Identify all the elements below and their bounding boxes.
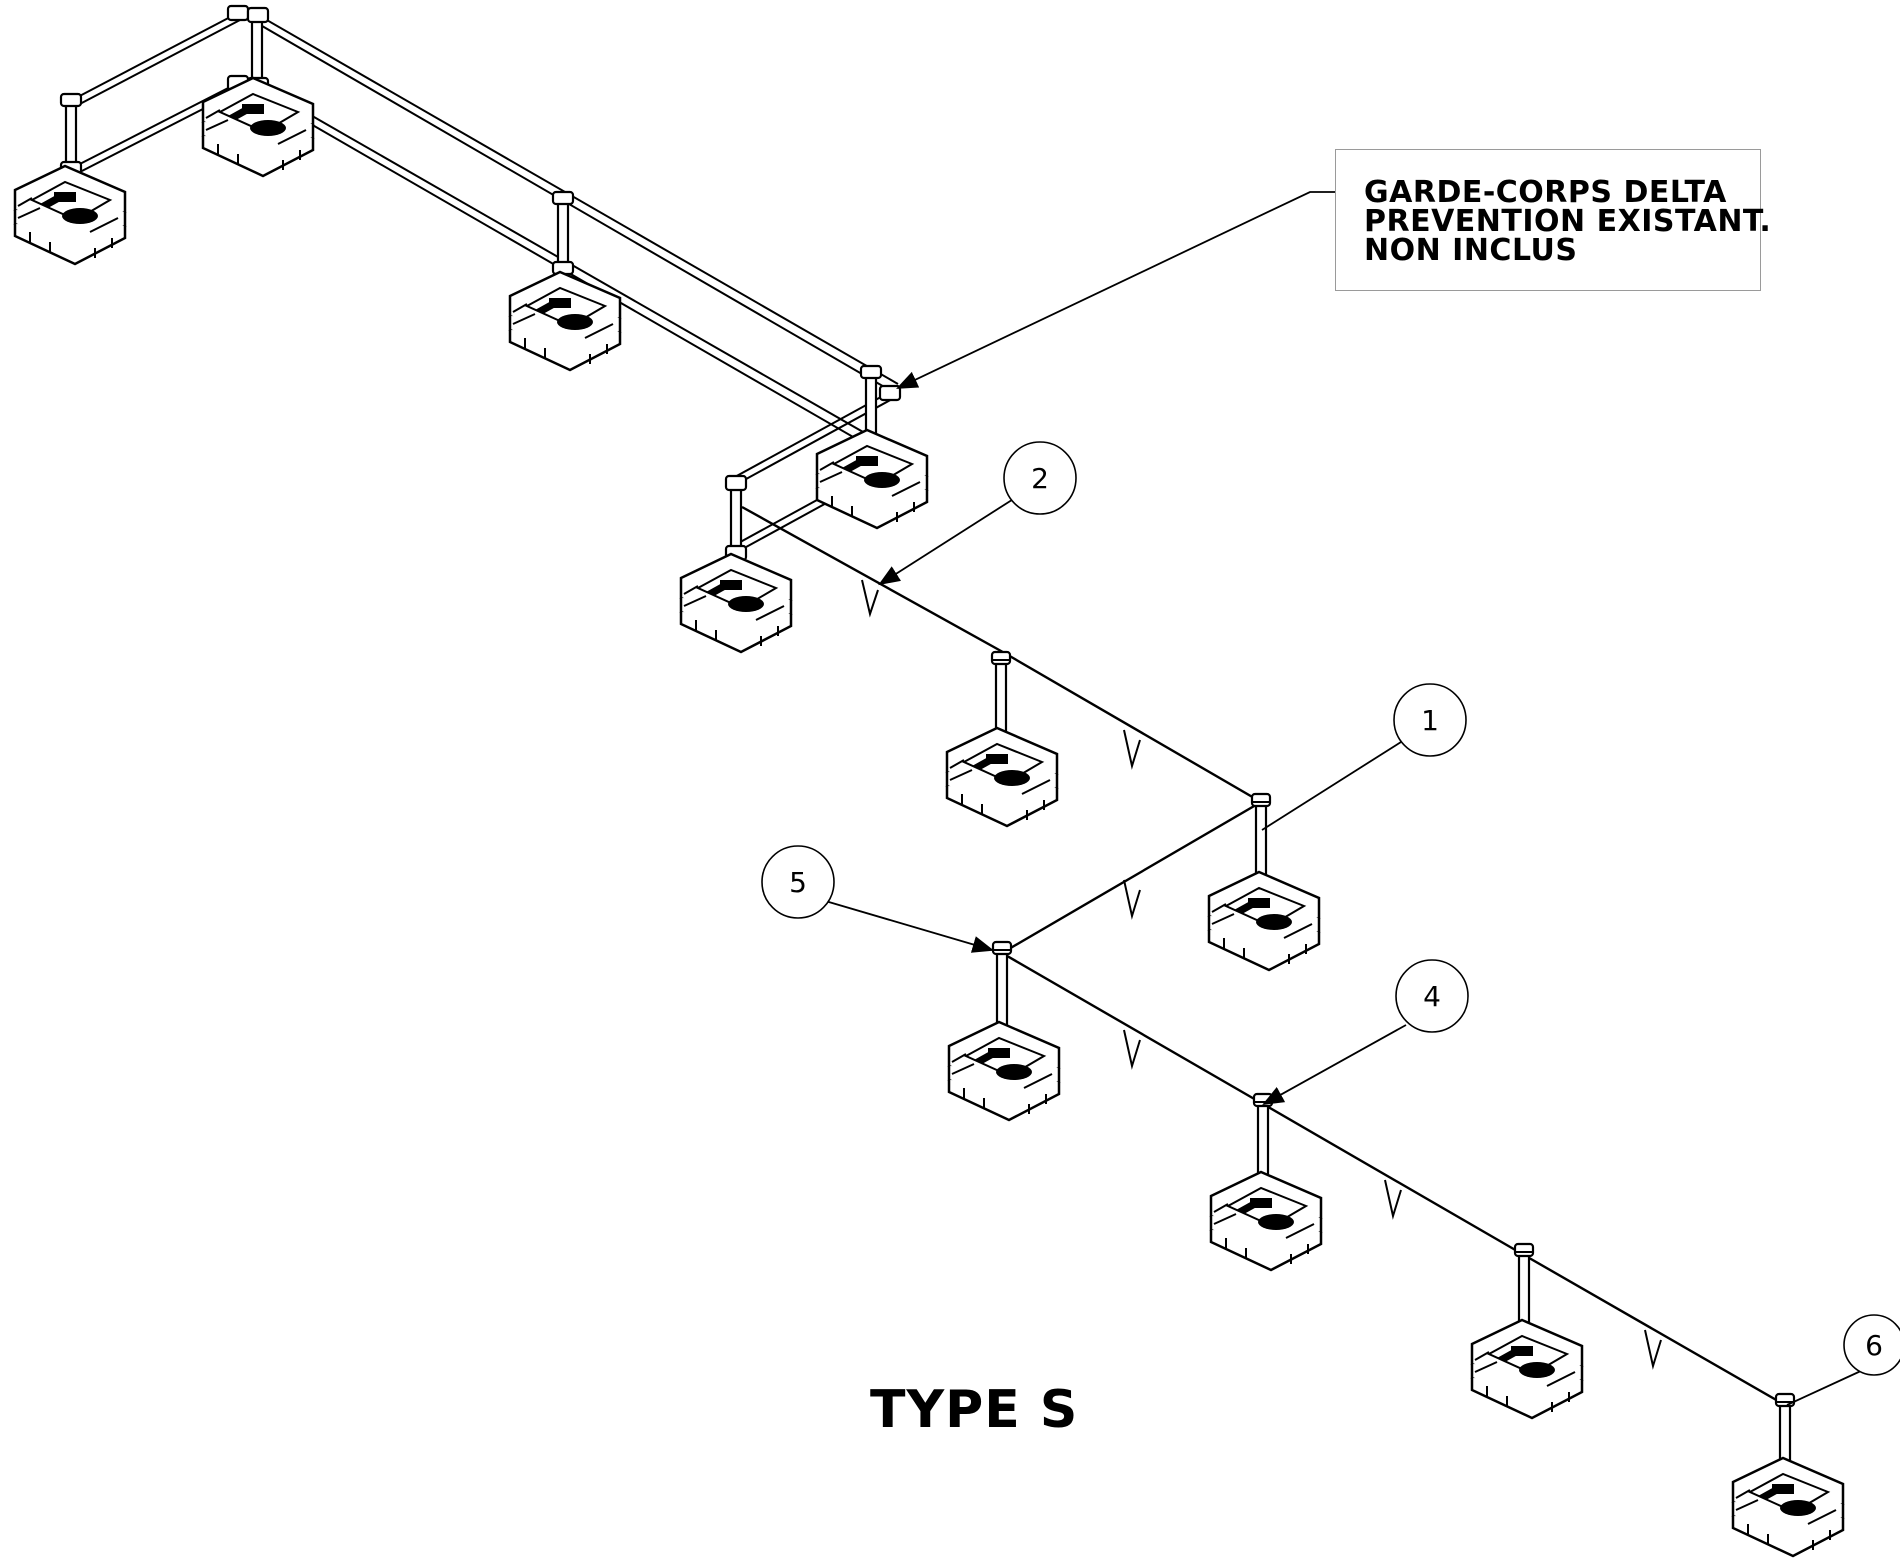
existing-guardrail-note: GARDE-CORPS DELTA PREVENTION EXISTANT. N… (1335, 149, 1771, 291)
balloon-5: 5 (761, 845, 835, 919)
balloon-4: 4 (1395, 959, 1469, 1033)
cable-markers (861, 579, 1662, 1370)
balloon-label: 4 (1423, 980, 1441, 1013)
balloon-label: 1 (1421, 704, 1439, 737)
view-title: TYPE S (870, 1380, 1079, 1440)
balloon-label: 2 (1031, 462, 1049, 495)
existing-guardrail (13, 4, 929, 654)
note-line-1: GARDE-CORPS DELTA (1364, 175, 1727, 210)
balloon-1: 1 (1393, 683, 1467, 757)
balloon-label: 5 (789, 866, 807, 899)
balloon-6: 6 (1843, 1314, 1900, 1376)
leader-lines (821, 191, 1864, 1406)
note-line-2: PREVENTION EXISTANT. (1364, 204, 1772, 239)
balloon-2: 2 (1003, 441, 1077, 515)
balloon-label: 6 (1865, 1329, 1883, 1362)
note-line-3: NON INCLUS (1364, 233, 1578, 268)
